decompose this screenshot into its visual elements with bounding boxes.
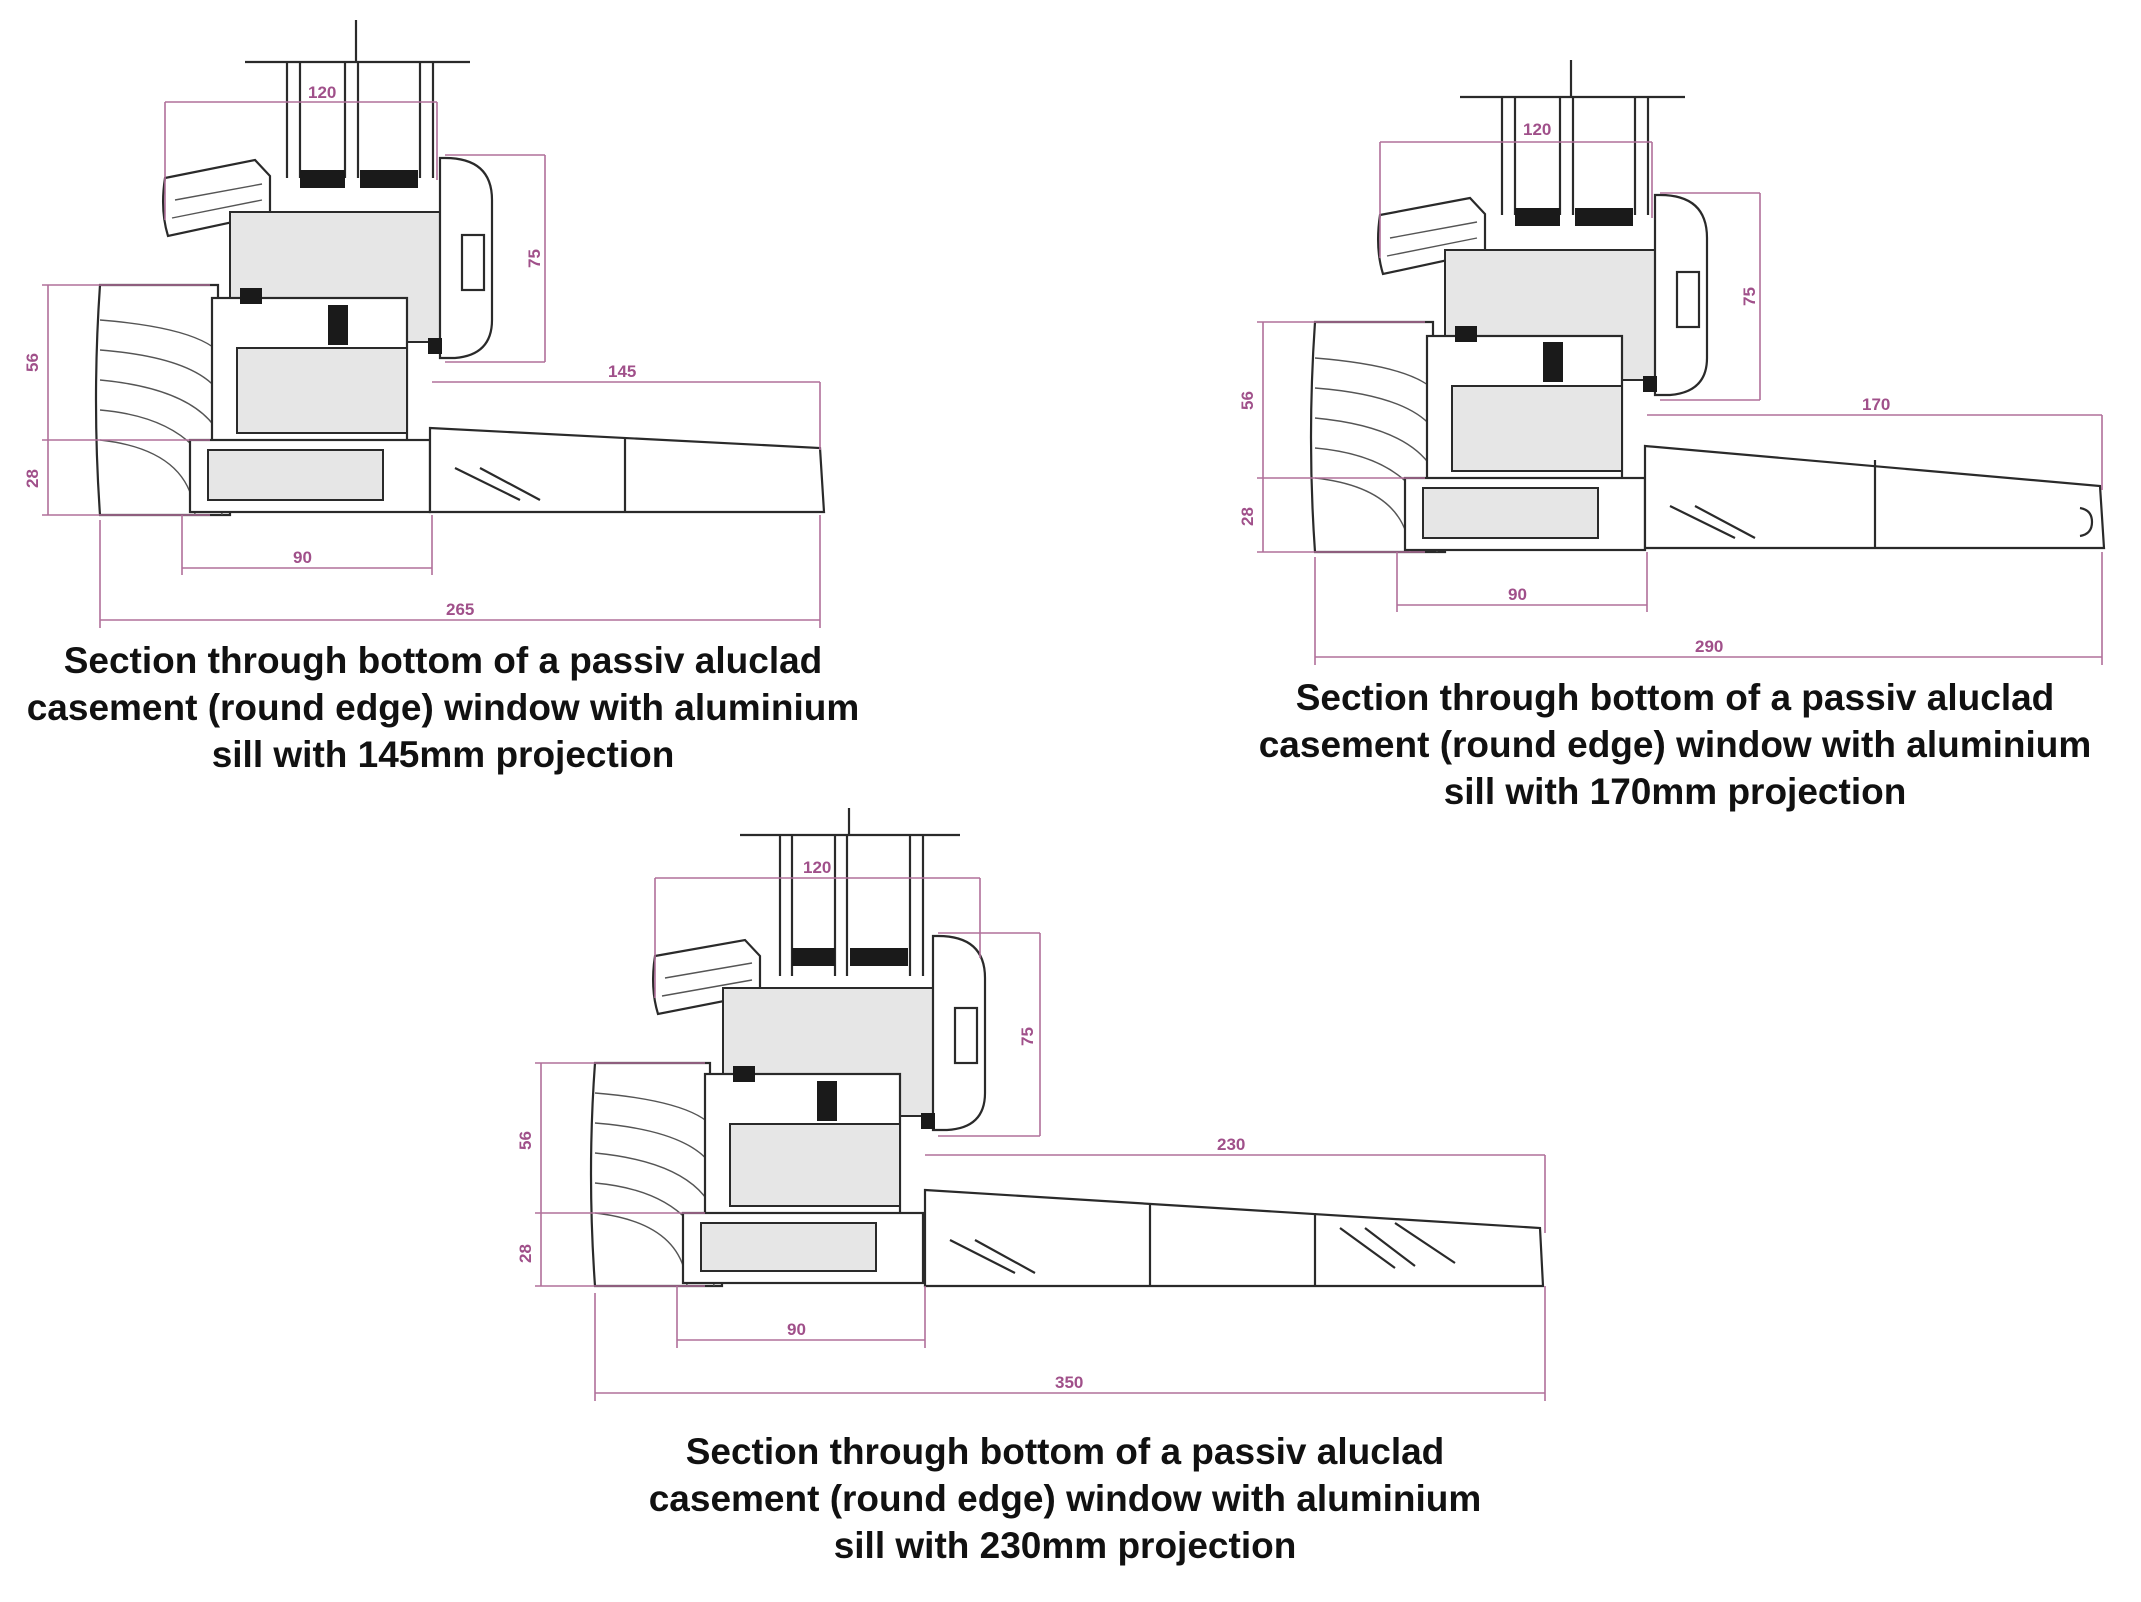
dim-projection: 170: [1862, 395, 1890, 414]
dim-frame-height: 75: [1018, 1027, 1037, 1046]
aluminium-sill: [923, 1188, 1545, 1288]
dim-projection: 230: [1217, 1135, 1245, 1154]
glass-unit: [740, 808, 960, 976]
dim-glazing: 120: [803, 858, 831, 877]
section-svg-145: 120 75 56 28 145 90 265: [23, 20, 826, 628]
dim-frame-depth: 90: [1508, 585, 1527, 604]
caption-line: sill with 145mm projection: [211, 734, 675, 775]
dim-overall: 265: [446, 600, 474, 619]
caption-line: Section through bottom of a passiv alucl…: [63, 640, 823, 681]
dim-frame-height: 75: [525, 249, 544, 268]
dim-sash: 56: [1238, 391, 1257, 410]
caption-line: sill with 170mm projection: [1443, 771, 1907, 812]
glass-unit: [245, 20, 470, 188]
caption-145: Section through bottom of a passiv alucl…: [0, 637, 886, 778]
dim-overall: 290: [1695, 637, 1723, 656]
frame-profiles: [1403, 193, 1709, 552]
dim-sash: 56: [23, 353, 42, 372]
caption-line: casement (round edge) window with alumin…: [26, 687, 860, 728]
frame-profiles: [188, 156, 494, 514]
dimension-lines: [1257, 141, 2103, 665]
section-svg-230: 120 75 56 28 230 90 350: [516, 808, 1546, 1401]
aluminium-sill: [428, 426, 826, 514]
dim-frame-height: 75: [1740, 287, 1759, 306]
dim-sill-height: 28: [1238, 507, 1257, 526]
dim-sill-height: 28: [23, 469, 42, 488]
section-svg-170: 120 75 56 28 170 90 290: [1238, 60, 2106, 665]
aluminium-sill: [1643, 444, 2106, 550]
glass-unit: [1460, 60, 1685, 226]
dimension-lines: [535, 877, 1546, 1401]
caption-line: Section through bottom of a passiv alucl…: [685, 1431, 1445, 1472]
dimension-labels: 120 75 56 28 230 90 350: [516, 858, 1245, 1392]
caption-line: sill with 230mm projection: [833, 1525, 1297, 1566]
section-drawing-145: 120 75 56 28 145 90 265: [0, 0, 900, 628]
caption-line: casement (round edge) window with alumin…: [1258, 724, 2092, 765]
caption-line: Section through bottom of a passiv alucl…: [1295, 677, 2055, 718]
dimension-labels: 120 75 56 28 170 90 290: [1238, 120, 1890, 656]
dimension-labels: 120 75 56 28 145 90 265: [23, 83, 636, 619]
dim-glazing: 120: [308, 83, 336, 102]
caption-line: casement (round edge) window with alumin…: [648, 1478, 1482, 1519]
caption-230: Section through bottom of a passiv alucl…: [640, 1428, 1490, 1569]
dim-overall: 350: [1055, 1373, 1083, 1392]
dim-frame-depth: 90: [787, 1320, 806, 1339]
frame-profiles: [681, 934, 987, 1285]
dimension-lines: [42, 101, 821, 628]
dim-glazing: 120: [1523, 120, 1551, 139]
section-drawing-230: 120 75 56 28 230 90 350: [495, 808, 1575, 1408]
dim-projection: 145: [608, 362, 636, 381]
dim-sash: 56: [516, 1131, 535, 1150]
dim-sill-height: 28: [516, 1244, 535, 1263]
caption-170: Section through bottom of a passiv alucl…: [1250, 674, 2100, 815]
section-drawing-170: 120 75 56 28 170 90 290: [1220, 40, 2140, 665]
dim-frame-depth: 90: [293, 548, 312, 567]
